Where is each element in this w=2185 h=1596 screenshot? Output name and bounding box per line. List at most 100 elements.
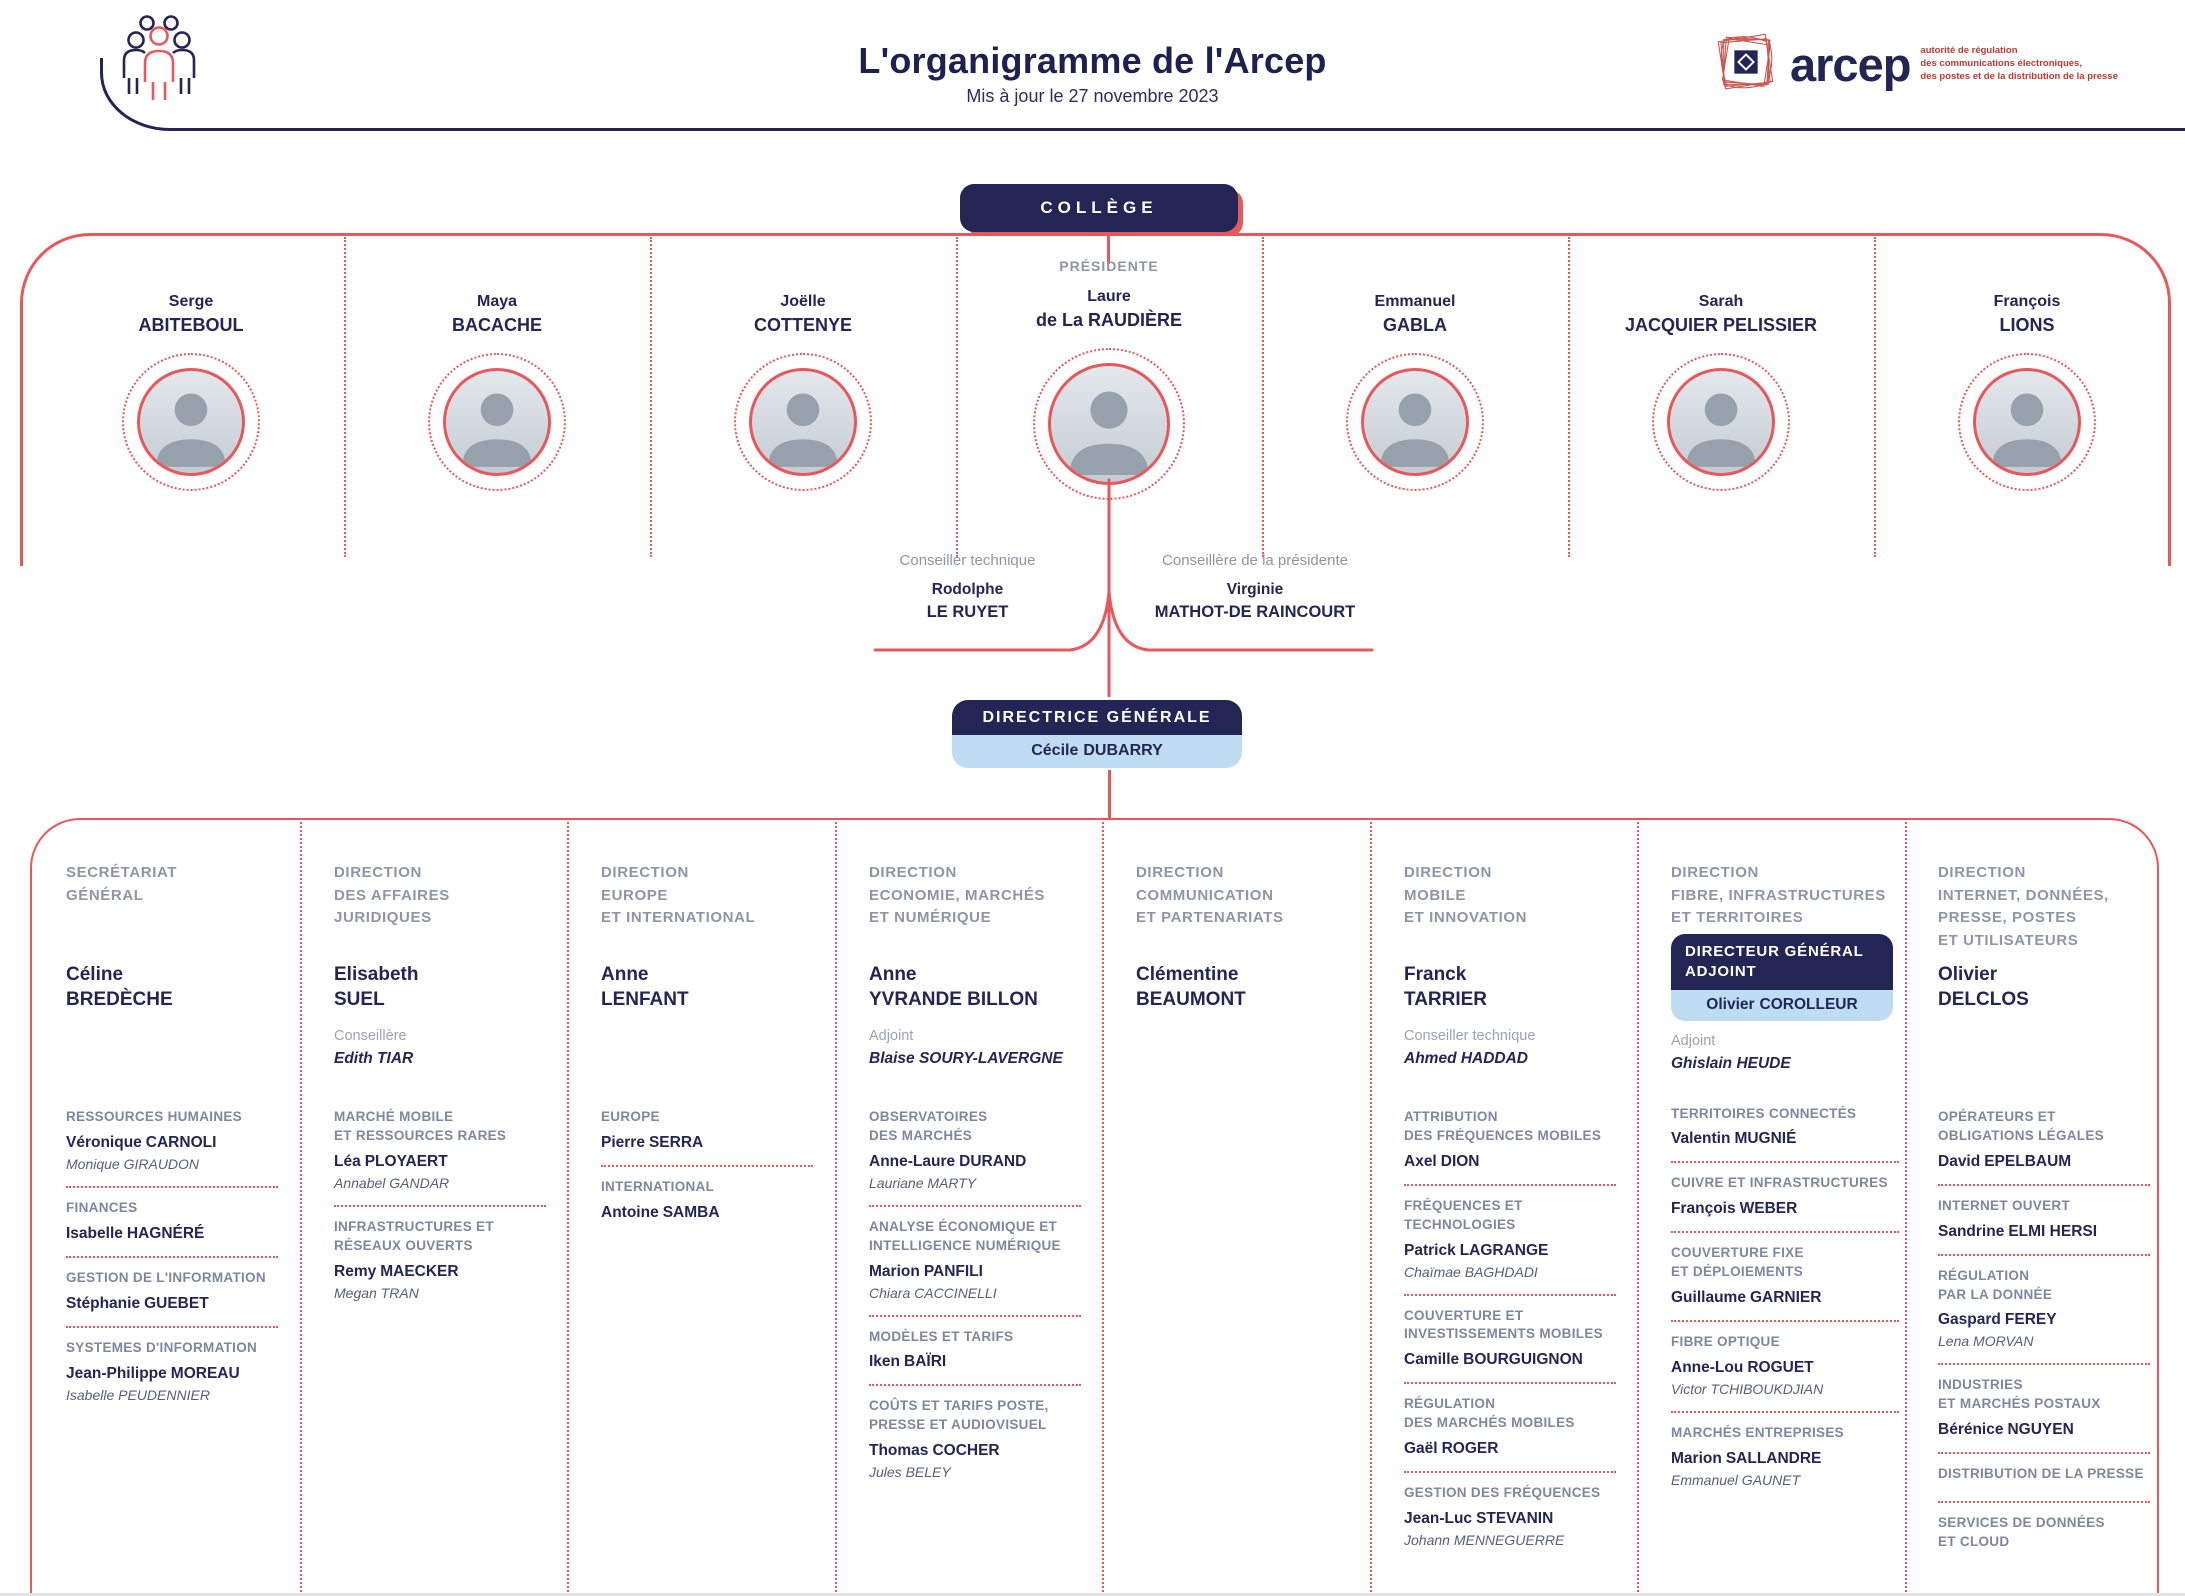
member-separator (1568, 237, 1570, 557)
department-title: DIRECTION MOBILE ET INNOVATION (1404, 864, 1528, 926)
college-member-cottenye: Joëlle COTTENYE (650, 263, 956, 491)
member-photo (443, 368, 551, 476)
arcep-logo-tagline: autorité de régulation des communication… (1920, 45, 2118, 82)
college-bracket (20, 233, 2171, 566)
director-name: Anne LENFANT (601, 964, 689, 1010)
column-internet-donnees-presse-postes-utilisateurs: DIRECTION INTERNET, DONNÉES, PRESSE, POS… (1938, 862, 2150, 1569)
window-bottom-edge (0, 1593, 2185, 1596)
advisor-spacer (66, 1028, 278, 1106)
column-europe-international: DIRECTION EUROPE ET INTERNATIONAL Anne L… (601, 862, 813, 1235)
photo-ring (1958, 353, 2096, 491)
president-advisor-conseillere: Conseillère de la présidente Virginie MA… (1125, 552, 1385, 624)
member-photo (1361, 368, 1469, 476)
dg-connector-line (1108, 770, 1111, 820)
member-last-name: de La RAUDIÈRE (1035, 310, 1183, 330)
unit: ANALYSE ÉCONOMIQUE ET INTELLIGENCE NUMÉR… (869, 1204, 1081, 1315)
member-photo (1048, 363, 1170, 485)
unit: SERVICES DE DONNÉES ET CLOUD (1938, 1501, 2150, 1569)
advisor: Conseiller technique Ahmed HADDAD (1404, 1028, 1536, 1067)
member-separator (956, 237, 958, 557)
director-name: Elisabeth SUEL (334, 964, 419, 1010)
advisor: Conseillère Edith TIAR (334, 1028, 414, 1067)
unit: DISTRIBUTION DE LA PRESSE (1938, 1452, 2150, 1501)
member-first-name: Sarah (1698, 293, 1744, 310)
member-photo (1973, 368, 2081, 476)
director-name: Olivier DELCLOS (1938, 964, 2029, 1010)
department-title: DIRECTION COMMUNICATION ET PARTENARIATS (1136, 864, 1284, 926)
page-subtitle: Mis à jour le 27 novembre 2023 (966, 86, 1219, 106)
member-separator (344, 237, 346, 557)
member-last-name: COTTENYE (753, 315, 852, 335)
member-last-name: GABLA (1383, 315, 1447, 335)
member-photo (1667, 368, 1775, 476)
arcep-logo-word: arcep (1790, 38, 1911, 91)
director-name: Clémentine BEAUMONT (1136, 964, 1246, 1010)
department-title: DIRECTION FIBRE, INFRASTRUCTURES ET TERR… (1671, 864, 1886, 926)
advisor-last-name: LE RUYET (926, 603, 1009, 621)
member-separator (1262, 237, 1264, 557)
member-first-name: Maya (476, 293, 518, 310)
member-first-name: Joëlle (780, 293, 826, 310)
unit: COUVERTURE FIXE ET DÉPLOIEMENTS Guillaum… (1671, 1231, 1899, 1320)
president-advisor-technique: Conseiller technique Rodolphe LE RUYET (860, 552, 1075, 624)
advisor-spacer (601, 1028, 813, 1106)
college-member-gabla: Emmanuel GABLA (1262, 263, 1568, 491)
president-role-label: PRÉSIDENTE (1059, 258, 1159, 274)
member-separator (1874, 237, 1876, 557)
director-name: Céline BREDÈCHE (66, 964, 173, 1010)
college-member-lions: François LIONS (1874, 263, 2180, 491)
column-separator (1905, 822, 1907, 1596)
member-last-name: LIONS (1999, 315, 2055, 335)
advisor: Adjoint Blaise SOURY-LAVERGNE (869, 1028, 1063, 1067)
college-member-bacache: Maya BACACHE (344, 263, 650, 491)
advisor-first-name: Rodolphe (931, 581, 1004, 598)
directions-frame (30, 818, 2159, 1596)
president-connector-lines (873, 478, 1374, 706)
member-last-name: ABITEBOUL (138, 315, 244, 335)
photo-ring (734, 353, 872, 491)
dg-role: DIRECTRICE GÉNÉRALE (952, 700, 1242, 735)
column-separator (1637, 822, 1639, 1596)
column-separator (300, 822, 302, 1596)
advisor-label: Conseiller technique (899, 552, 1036, 569)
advisor: Adjoint Ghislain HEUDE (1671, 1032, 1791, 1072)
department-title: DIRECTION ECONOMIE, MARCHÉS ET NUMÉRIQUE (869, 864, 1046, 926)
department-title: DIRECTION EUROPE ET INTERNATIONAL (601, 864, 756, 926)
college-member-jacquier-pelissier: Sarah JACQUIER PELISSIER (1568, 263, 1874, 491)
photo-ring (1652, 353, 1790, 491)
dga-role: DIRECTEUR GÉNÉRAL ADJOINT (1671, 934, 1893, 990)
advisor-last-name: MATHOT-DE RAINCOURT (1154, 603, 1356, 621)
member-first-name: Emmanuel (1374, 293, 1456, 310)
column-secretariat-general: SECRÉTARIAT GÉNÉRAL Céline BREDÈCHE RESS… (66, 862, 278, 1417)
column-communication-partenariats: DIRECTION COMMUNICATION ET PARTENARIATS … (1136, 862, 1348, 1028)
advisor-spacer (1938, 1028, 2150, 1106)
column-separator (567, 822, 569, 1596)
column-economie-marches-numerique: DIRECTION ECONOMIE, MARCHÉS ET NUMÉRIQUE… (869, 862, 1081, 1494)
member-first-name: François (1993, 293, 2061, 310)
